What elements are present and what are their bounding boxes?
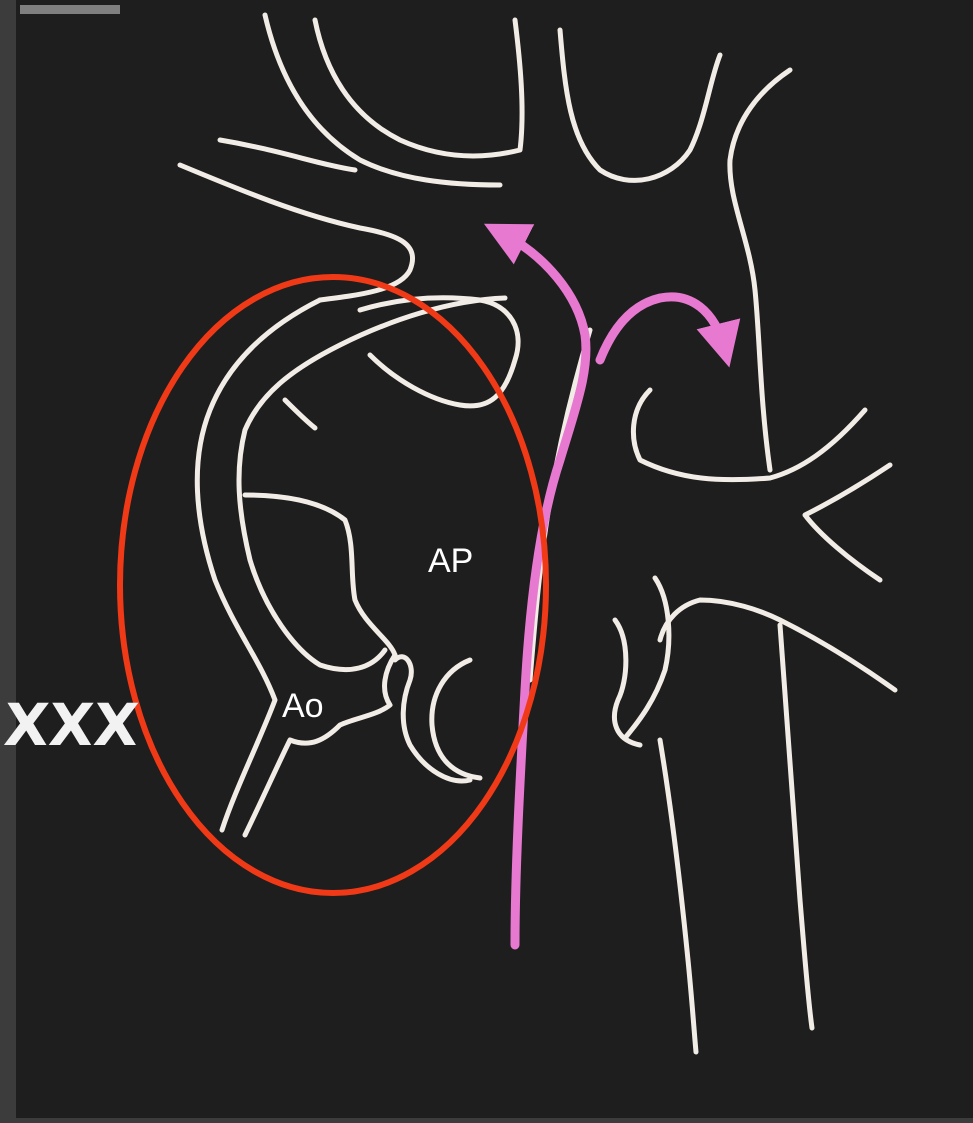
- diagram-background: [16, 0, 973, 1118]
- cropped-text-fragment: [20, 5, 120, 14]
- label-ao: Ao: [282, 687, 324, 725]
- label-xxx: XXX: [2, 691, 141, 759]
- label-ap: AP: [428, 542, 473, 580]
